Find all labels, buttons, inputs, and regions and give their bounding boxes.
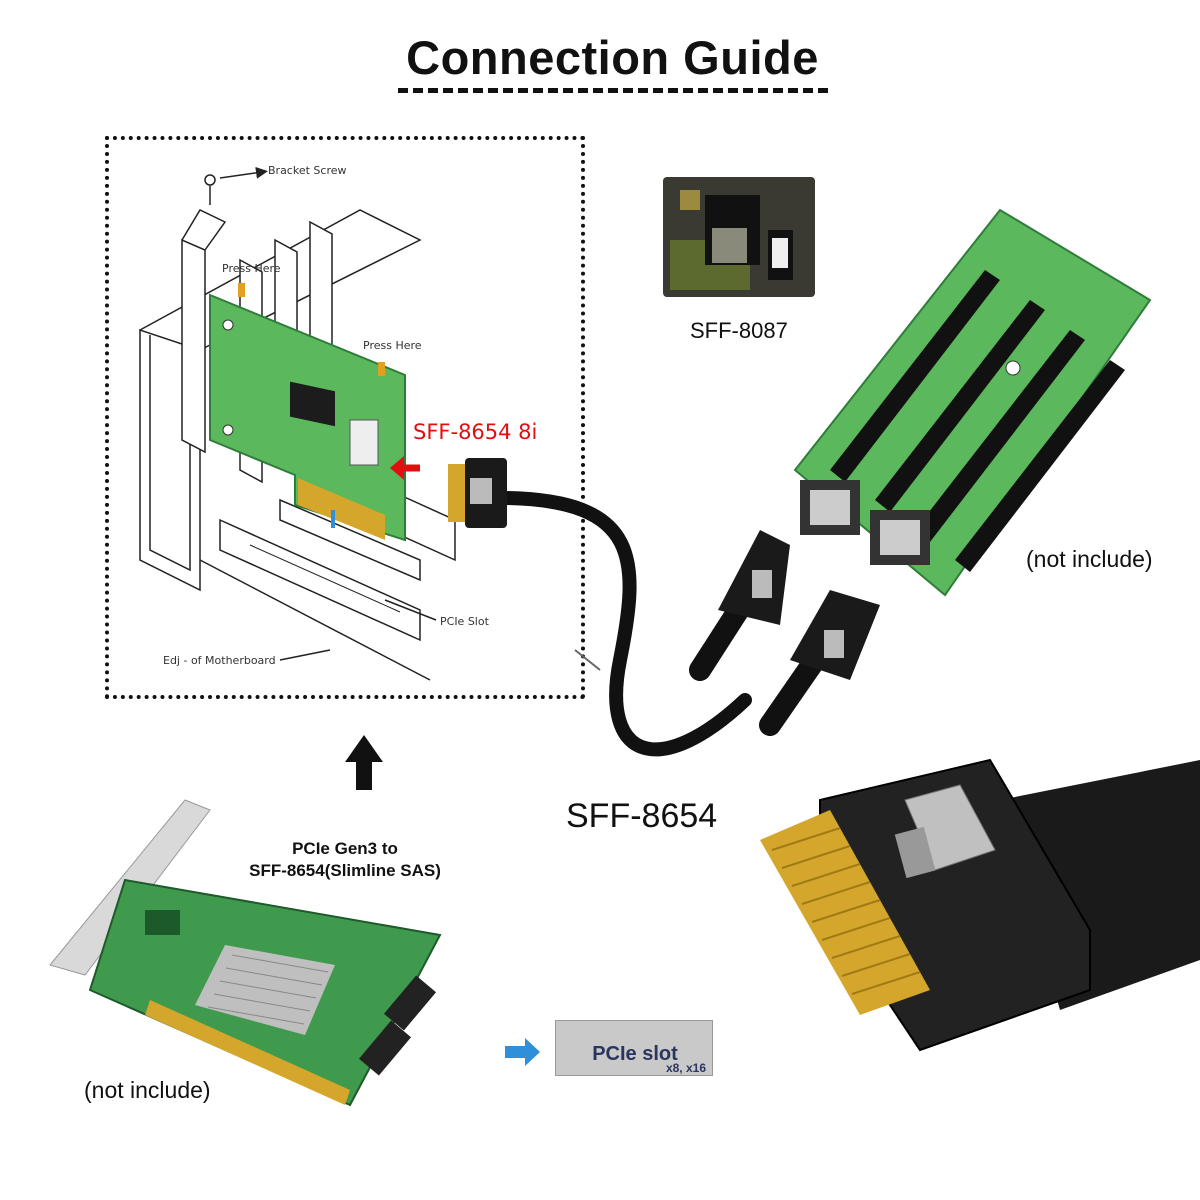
sff8654-connector-photo [760, 758, 1200, 1052]
hba-card-diagram [209, 293, 406, 542]
installation-diagram-frame [105, 136, 585, 699]
backplane-board [793, 208, 1152, 597]
label-edge-of-motherboard: Edj - of Motherboard [163, 654, 276, 667]
pcie-slot-badge-title: PCIe slot [592, 1043, 678, 1065]
press-tab-2 [378, 362, 385, 376]
red-arrow-icon [390, 456, 420, 480]
label-not-include-backplane: (not include) [1026, 546, 1153, 572]
label-sff8087: SFF-8087 [690, 318, 788, 343]
label-bracket-screw: Bracket Screw [268, 164, 347, 177]
sff8087-connector-right [759, 590, 880, 736]
blue-arrow-icon [505, 1038, 540, 1066]
page-title: Connection Guide [406, 31, 819, 84]
label-sff8654: SFF-8654 [566, 797, 718, 835]
label-press-here-1: Press Here [222, 262, 281, 275]
press-tab-1 [238, 283, 245, 297]
label-sff8654-8i: SFF-8654 8i [413, 420, 538, 444]
pcie-slot-badge: PCIe slot x8, x16 [555, 1020, 713, 1076]
sff8654-cable [448, 458, 752, 757]
label-press-here-2: Press Here [363, 339, 422, 352]
title-underline [398, 88, 828, 93]
label-pcie-gen3-line1: PCIe Gen3 to [292, 839, 398, 858]
label-pcie-gen3-line2: SFF-8654(Slimline SAS) [249, 861, 441, 880]
label-pcie-slot-diagram: PCIe Slot [440, 615, 489, 628]
pcie-hba-card-photo [49, 799, 442, 1107]
sff8087-connector-left [689, 530, 790, 681]
sff8087-photo [663, 177, 815, 297]
label-not-include-card: (not include) [84, 1077, 211, 1103]
label-pcie-gen3: PCIe Gen3 to SFF-8654(Slimline SAS) [220, 838, 470, 882]
pcie-slot-badge-sub: x8, x16 [665, 1061, 706, 1075]
up-arrow-icon [345, 735, 383, 790]
